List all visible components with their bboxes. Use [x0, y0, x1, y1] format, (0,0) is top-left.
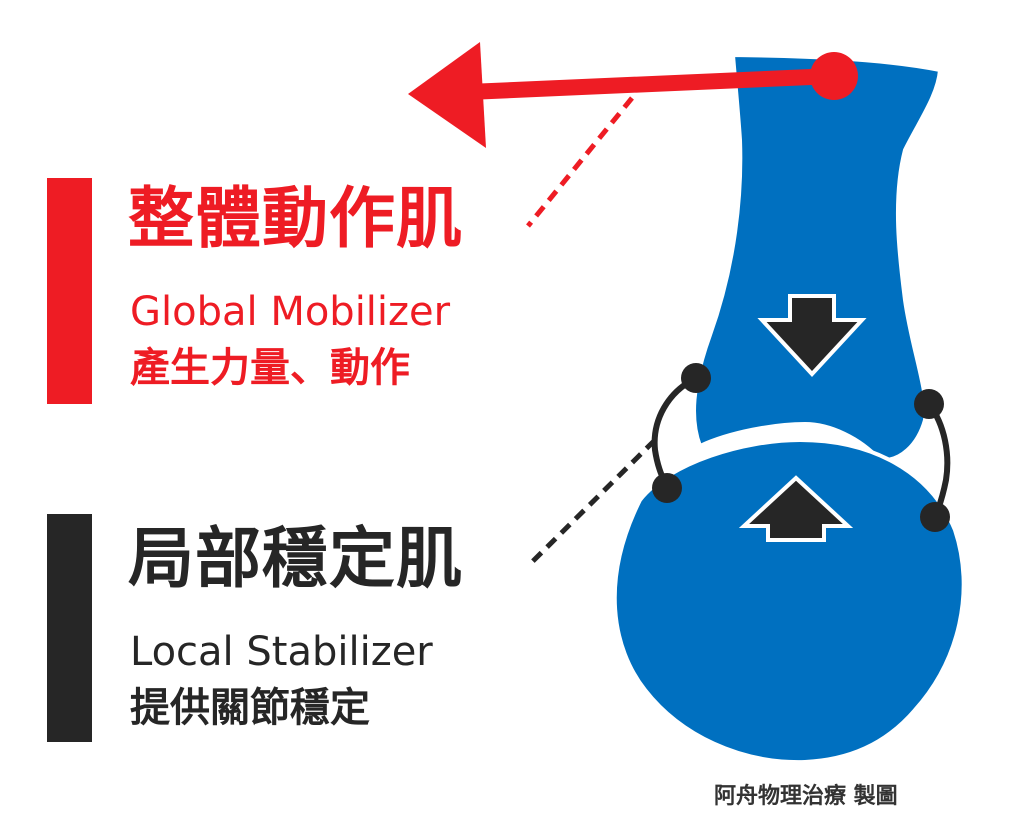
local-subtitle-en: Local Stabilizer [130, 629, 433, 675]
right-lower-attachment [920, 502, 950, 532]
left-arrow-icon [408, 42, 858, 148]
global-title: 整體動作肌 [128, 180, 463, 257]
global-subtitle-zh: 產生力量、動作 [130, 345, 410, 391]
down-arrow-icon [757, 294, 867, 377]
global-leader-line [526, 96, 634, 228]
left-upper-attachment [681, 363, 711, 393]
local-subtitle-zh: 提供關節穩定 [130, 685, 370, 731]
global-subtitle-en: Global Mobilizer [130, 289, 451, 335]
upper-bone [692, 52, 943, 463]
local-color-bar [47, 514, 92, 742]
left-lower-attachment [652, 473, 682, 503]
lower-bone [612, 437, 966, 765]
global-color-bar [47, 178, 92, 404]
credit-text: 阿舟物理治療 製圖 [714, 784, 898, 809]
right-upper-attachment [914, 389, 944, 419]
local-leader-line [526, 438, 657, 568]
up-arrow-icon [738, 475, 854, 542]
local-title: 局部穩定肌 [128, 520, 463, 597]
global-attachment-dot [810, 52, 858, 100]
